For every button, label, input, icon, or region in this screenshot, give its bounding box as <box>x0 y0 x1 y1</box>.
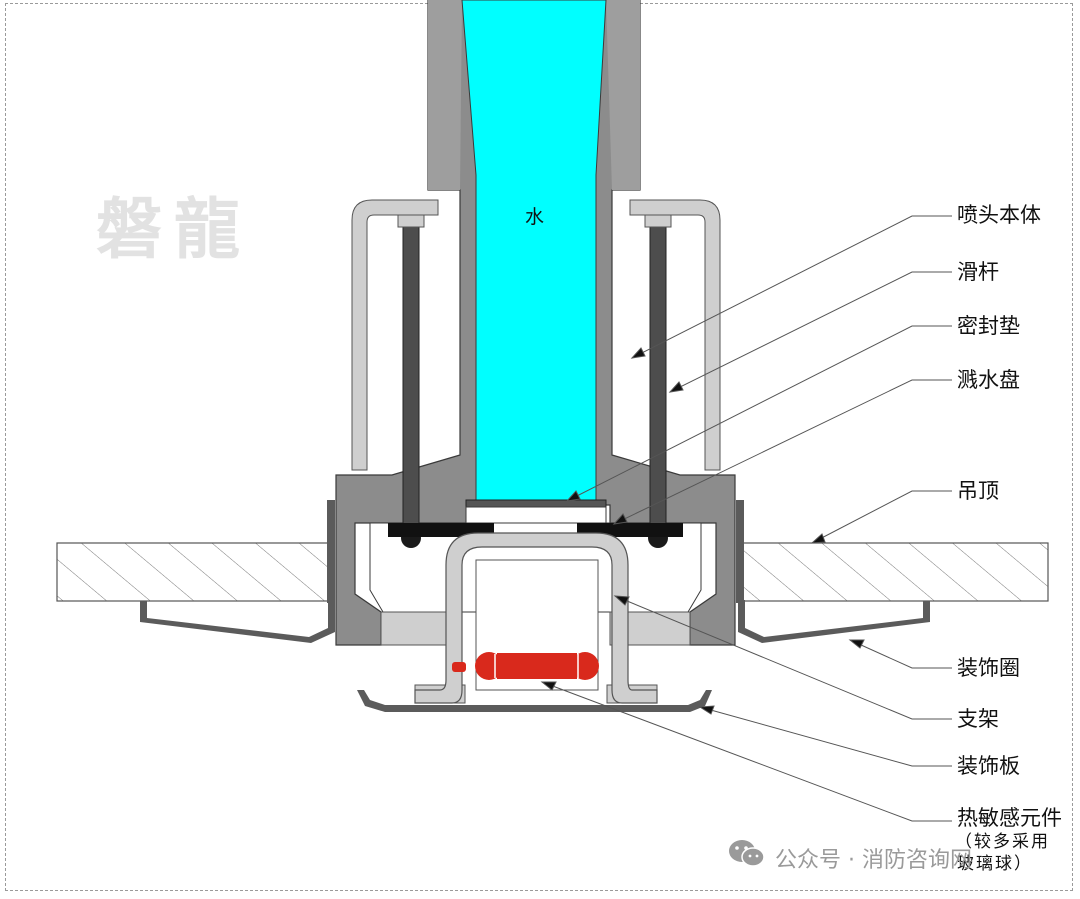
arrow-bracket <box>613 595 630 606</box>
leader-nozzle-body <box>631 215 952 359</box>
ring-flange-left <box>327 500 335 603</box>
label-slide-rod: 滑杆 <box>957 260 999 284</box>
arrow-nozzle-body <box>630 347 646 359</box>
leader-ceiling <box>811 490 952 544</box>
arrow-decorative-ring <box>848 639 865 649</box>
ring-flange-right <box>736 500 744 603</box>
label-nozzle-body: 喷头本体 <box>957 203 1041 227</box>
leader-deflector <box>613 379 952 525</box>
leader-heat-element <box>541 681 952 822</box>
side-frame-right <box>629 199 721 471</box>
label-heat-element-note-2: 玻璃球） <box>957 854 1033 874</box>
body-shade-left <box>428 0 462 190</box>
decorative-plate <box>357 690 712 712</box>
side-frame-left <box>351 199 439 471</box>
decorative-ring-right <box>738 600 930 643</box>
leader-bracket <box>614 595 952 720</box>
label-water: 水 <box>525 206 545 228</box>
label-seal-gasket: 密封垫 <box>957 314 1020 338</box>
label-deflector: 溅水盘 <box>957 368 1020 392</box>
label-decorative-ring: 装饰圈 <box>957 656 1020 680</box>
arrow-decorative-plate <box>698 705 715 715</box>
arrow-deflector <box>612 513 628 525</box>
rod-cap-right <box>644 214 672 228</box>
slide-rod-right <box>649 224 667 541</box>
ceiling-right <box>737 542 1049 602</box>
slide-rod-left <box>402 224 420 541</box>
wechat-icon <box>729 840 765 867</box>
label-ceiling: 吊顶 <box>957 479 999 503</box>
ceiling-left <box>56 542 334 602</box>
arrow-seal-gasket <box>565 490 581 502</box>
leader-decorative-ring <box>849 639 952 669</box>
watermark-credit: 公众号 · 消防咨询网 <box>775 848 972 873</box>
label-heat-element: 热敏感元件 <box>957 806 1062 830</box>
watermark-logo: 磐龍 <box>96 190 252 268</box>
seal-gasket <box>465 499 607 508</box>
leader-seal-gasket <box>566 325 952 502</box>
water-channel <box>461 0 607 504</box>
label-decorative-plate: 装饰板 <box>957 754 1020 778</box>
leader-lines <box>540 215 952 822</box>
label-heat-element-note-1: （较多采用 <box>955 832 1050 852</box>
body-shade-right <box>606 0 640 190</box>
rod-cap-left <box>397 214 425 228</box>
label-bracket: 支架 <box>957 707 999 731</box>
heat-bulb <box>452 652 599 680</box>
support-bracket <box>414 532 658 704</box>
seal-step <box>465 506 607 524</box>
arrow-ceiling <box>810 533 826 544</box>
leader-slide-rod <box>669 271 952 393</box>
decorative-ring-left <box>140 600 335 643</box>
arrow-slide-rod <box>668 381 684 393</box>
leader-decorative-plate <box>699 706 952 767</box>
arrow-heat-element <box>540 681 557 691</box>
